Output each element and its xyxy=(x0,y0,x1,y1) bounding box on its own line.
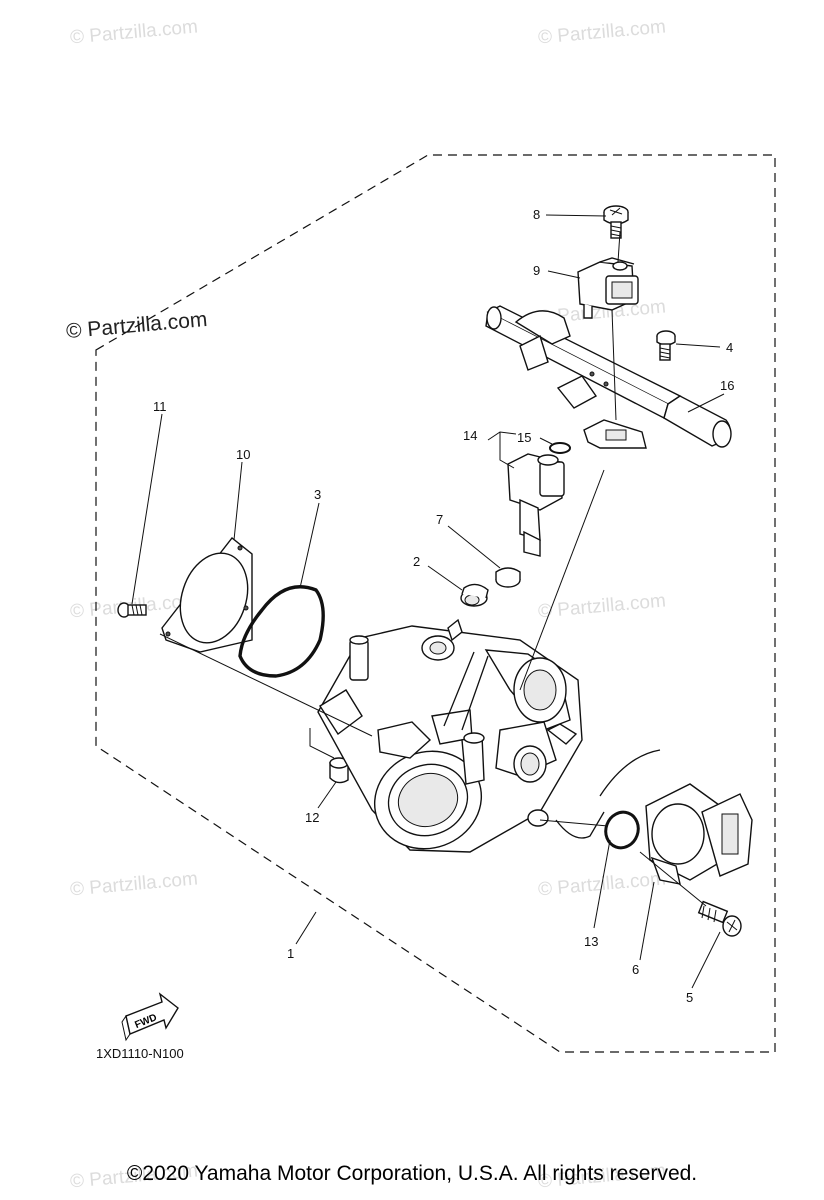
part-12-cap xyxy=(329,757,349,784)
part-15-o-ring xyxy=(549,442,571,454)
part-13-o-ring xyxy=(604,810,640,850)
copyright-notice: ©2020 Yamaha Motor Corporation, U.S.A. A… xyxy=(126,1162,698,1185)
callout-9: 9 xyxy=(533,263,540,278)
leader-lines xyxy=(131,214,725,989)
part-9-sensor xyxy=(577,257,639,319)
part-3-gasket xyxy=(238,585,325,678)
part-1-throttle-body xyxy=(317,618,661,853)
part-10-plate xyxy=(161,537,253,653)
callout-13: 13 xyxy=(584,934,598,949)
callout-14: 14 xyxy=(463,428,477,443)
callout-6: 6 xyxy=(632,962,639,977)
callout-4: 4 xyxy=(726,340,733,355)
callout-10: 10 xyxy=(236,447,250,462)
part-6-throttle-sensor xyxy=(645,783,753,885)
callout-labels: 8 9 4 16 15 14 7 2 3 10 11 12 13 6 5 1 xyxy=(153,207,734,1005)
part-16-fuel-rail xyxy=(485,305,732,449)
callout-5: 5 xyxy=(686,990,693,1005)
diagram-code: 1XD1110-N100 xyxy=(96,1046,184,1061)
part-8-screw xyxy=(603,205,629,239)
callout-1: 1 xyxy=(287,946,294,961)
callout-3: 3 xyxy=(314,487,321,502)
callout-2: 2 xyxy=(413,554,420,569)
callout-7: 7 xyxy=(436,512,443,527)
callout-16: 16 xyxy=(720,378,734,393)
callout-15: 15 xyxy=(517,430,531,445)
fwd-arrow-icon: FWD xyxy=(121,992,179,1042)
callout-11: 11 xyxy=(153,399,167,414)
part-7-seal xyxy=(495,567,521,588)
part-4-bolt xyxy=(656,330,676,361)
callout-8: 8 xyxy=(533,207,540,222)
callout-12: 12 xyxy=(305,810,319,825)
part-14-injector xyxy=(507,453,565,557)
part-2-grommet xyxy=(460,583,489,607)
part-11-screw xyxy=(117,602,147,618)
part-5-screw xyxy=(697,900,742,937)
